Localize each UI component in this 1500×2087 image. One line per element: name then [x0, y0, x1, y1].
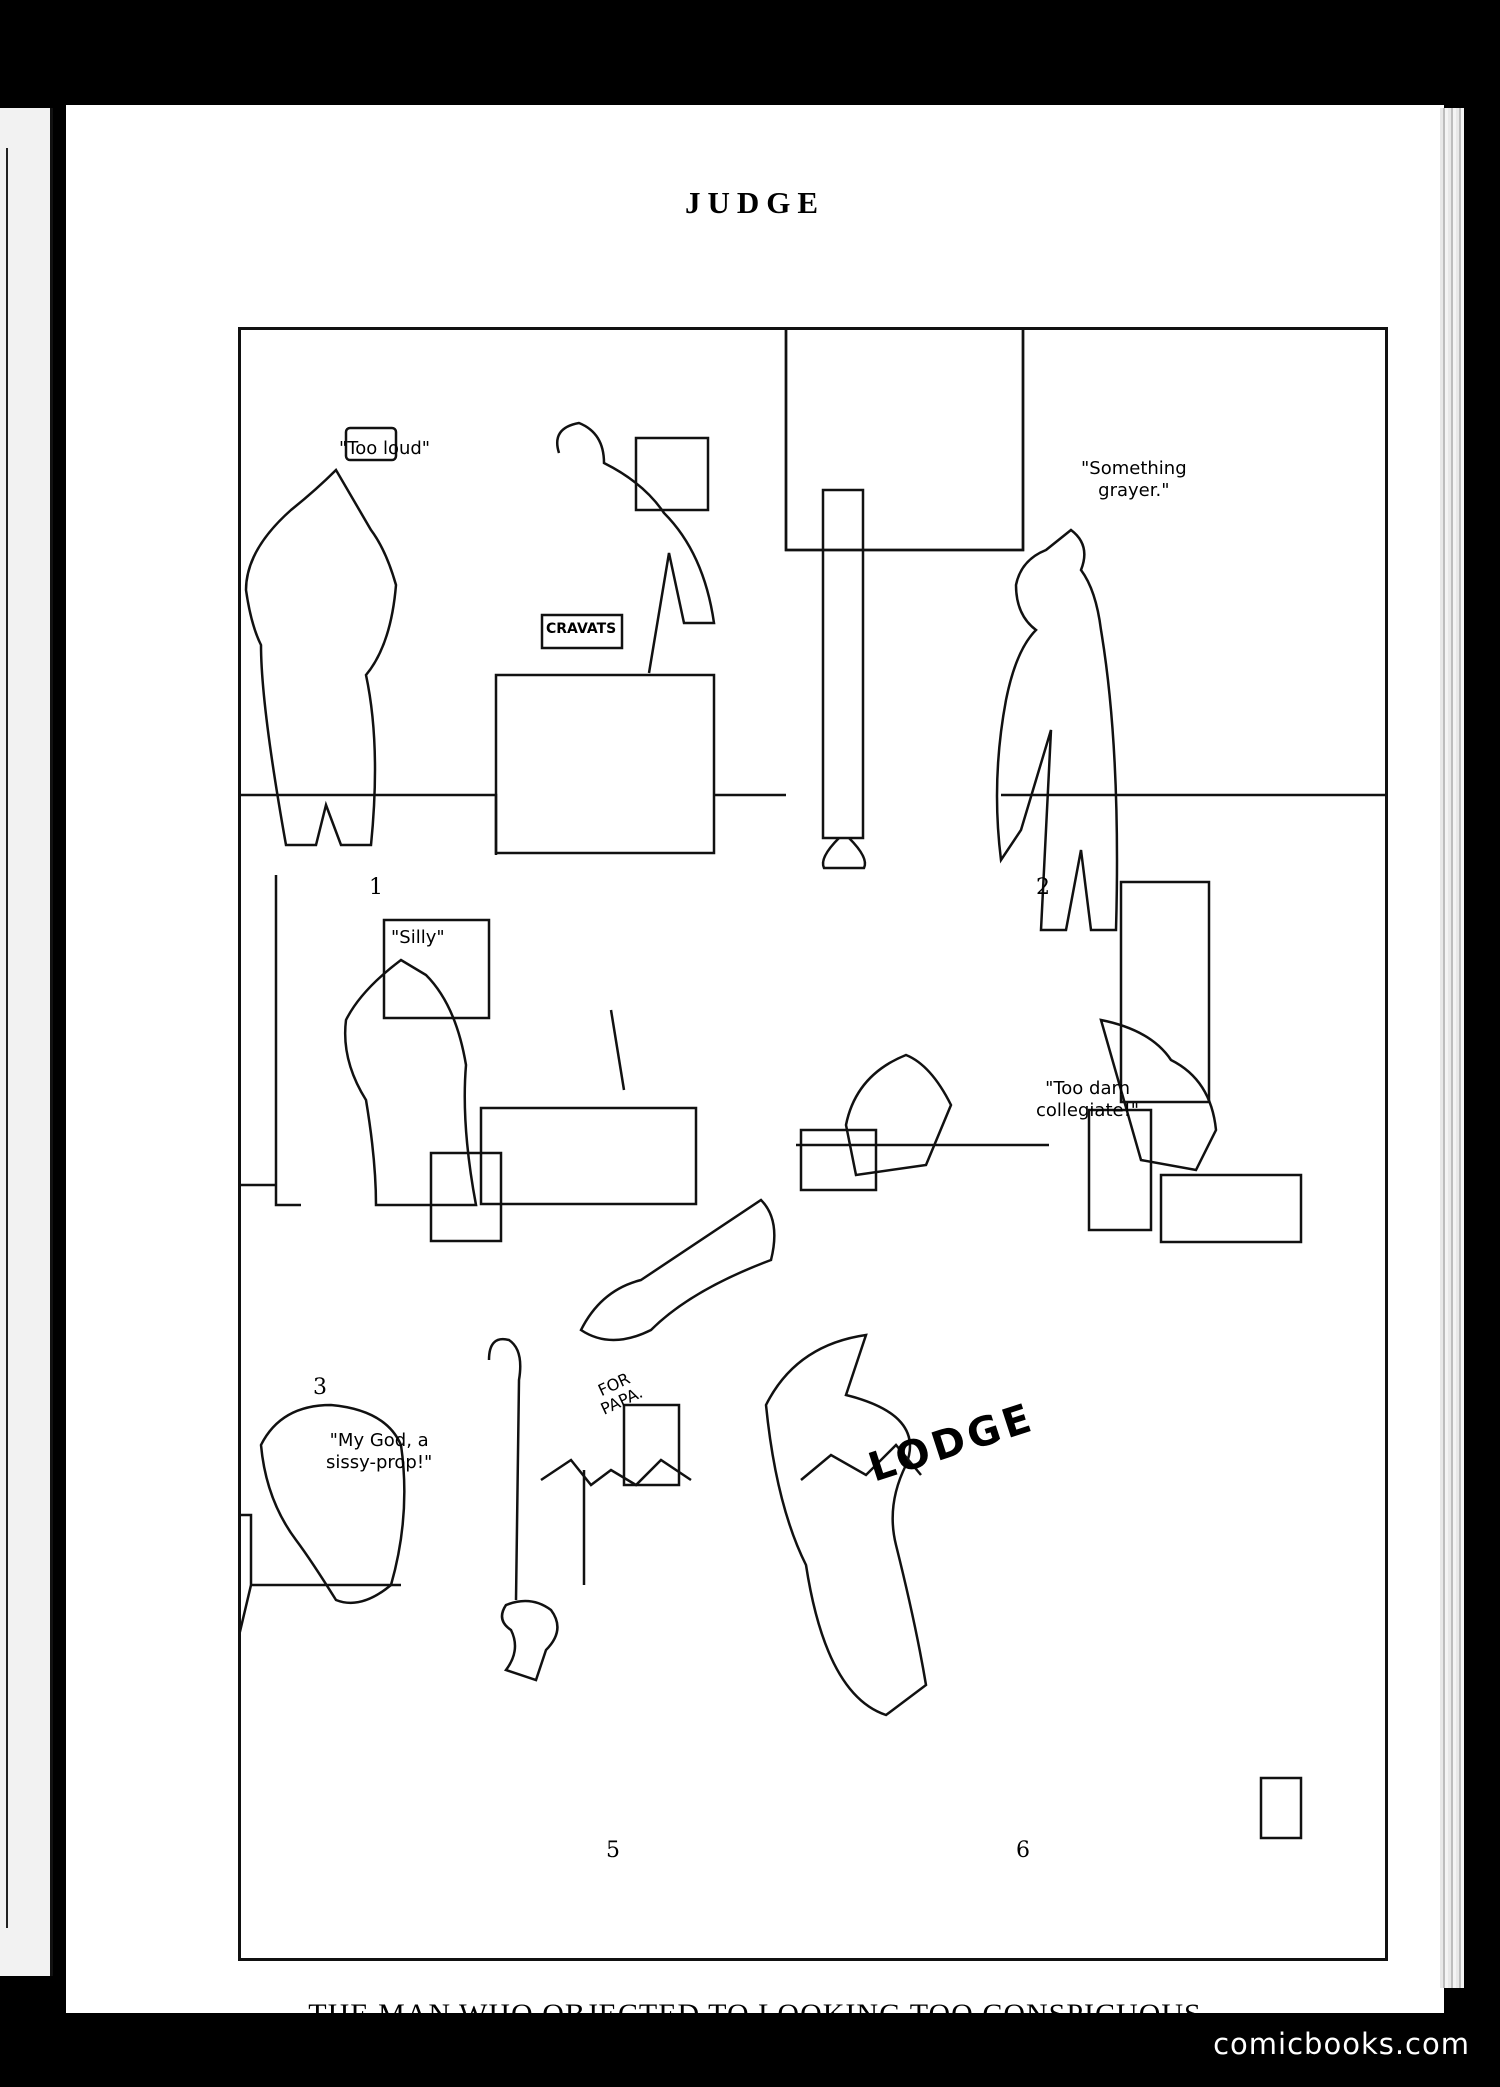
panel-divider-lines — [241, 330, 1385, 1840]
panel-2-number: 2 — [1036, 875, 1050, 900]
panel-3-speech: "Silly" — [391, 927, 445, 948]
comic-frame: "Too loud" CRAVATS 1 "Something grayer."… — [238, 327, 1388, 1961]
panel-1-sign: CRAVATS — [546, 621, 617, 637]
panel-5-speech-line2: sissy-prop!" — [326, 1452, 433, 1473]
left-page-edge — [0, 108, 53, 1976]
page-number: 15 — [745, 2043, 765, 2065]
panel-5-speech-line1: "My God, a — [329, 1430, 429, 1451]
magazine-title: JUDGE — [684, 185, 826, 220]
panel-5-speech: "My God, a sissy-prop!" — [326, 1430, 432, 1474]
panel-4-speech: "Too darn collegiate!" — [1036, 1078, 1139, 1122]
magazine-page: JUDGE — [66, 105, 1444, 2065]
right-page-edge — [1440, 108, 1464, 1988]
panel-2-speech-line1: "Something — [1081, 458, 1187, 479]
panel-3-number: 3 — [313, 1375, 327, 1400]
panel-1-speech: "Too loud" — [339, 438, 431, 459]
panel-4-speech-line2: collegiate!" — [1036, 1100, 1140, 1121]
panel-1-number: 1 — [369, 875, 383, 900]
panel-5-number: 5 — [606, 1838, 620, 1863]
watermark: comicbooks.com — [1213, 2027, 1470, 2061]
panel-2-speech: "Something grayer." — [1081, 458, 1187, 502]
panel-4-speech-line1: "Too darn — [1045, 1078, 1130, 1099]
panel-2-speech-line2: grayer." — [1098, 480, 1170, 501]
panel-6-number: 6 — [1016, 1838, 1030, 1863]
comic-caption: THE MAN WHO OBJECTED TO LOOKING TOO CONS… — [308, 1998, 1202, 2031]
